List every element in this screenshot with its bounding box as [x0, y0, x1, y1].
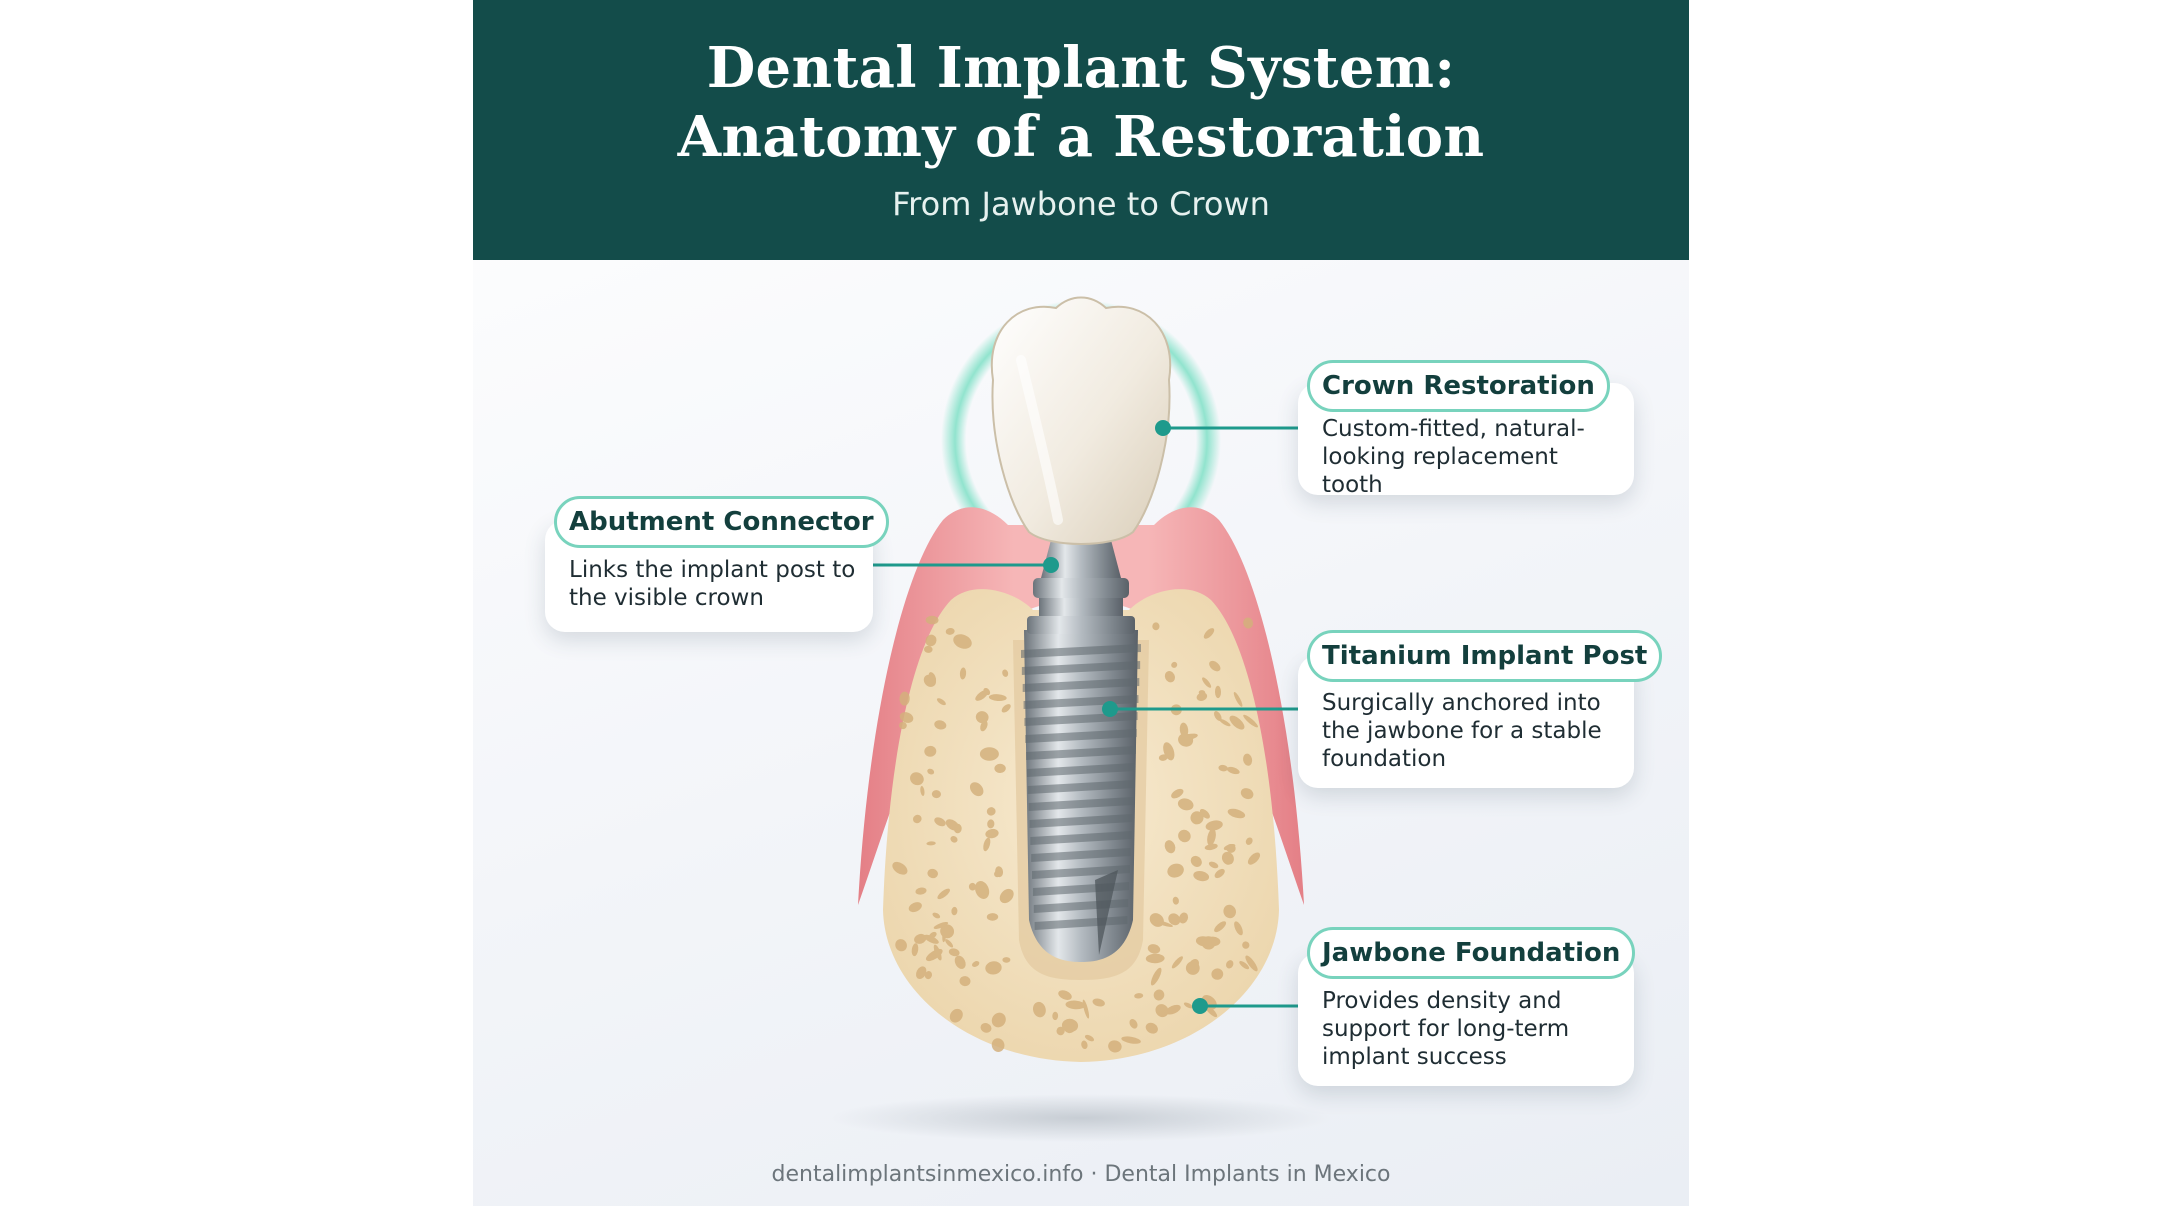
title-line-2: Anatomy of a Restoration: [677, 104, 1485, 170]
callout-description: Links the implant post to the visible cr…: [569, 556, 859, 612]
label-abutment-connector: Abutment Connector: [554, 496, 889, 548]
description-line: foundation: [1322, 746, 1447, 772]
header-banner: Dental Implant System: Anatomy of a Rest…: [473, 0, 1689, 260]
footer-credit: dentalimplantsinmexico.info · Dental Imp…: [771, 1162, 1391, 1187]
crown-restoration: [990, 296, 1172, 545]
abutment-connector: [1027, 540, 1135, 634]
description-line: Provides density and: [1322, 988, 1562, 1014]
description-line: Custom-fitted, natural-: [1322, 416, 1585, 442]
callout-description: Surgically anchored into the jawbone for…: [1322, 689, 1620, 773]
infographic-panel: Dental Implant System: Anatomy of a Rest…: [473, 0, 1689, 1206]
description-line: the jawbone for a stable: [1322, 718, 1602, 744]
description-line: implant success: [1322, 1044, 1507, 1070]
page-title: Dental Implant System: Anatomy of a Rest…: [473, 34, 1689, 172]
label-titanium-implant-post: Titanium Implant Post: [1307, 630, 1663, 682]
page-subtitle: From Jawbone to Crown: [892, 185, 1270, 223]
description-line: support for long-term: [1322, 1016, 1570, 1042]
ground-shadow: [831, 1094, 1331, 1142]
label-crown-restoration: Crown Restoration: [1307, 360, 1610, 412]
callout-description: Custom-fitted, natural- looking replacem…: [1322, 415, 1620, 499]
description-line: looking replacement tooth: [1322, 444, 1558, 498]
leader-lines: [873, 420, 1298, 1014]
implant-diagram: [831, 296, 1331, 1142]
description-line: Surgically anchored into: [1322, 690, 1601, 716]
description-line: the visible crown: [569, 585, 764, 611]
label-jawbone-foundation: Jawbone Foundation: [1307, 927, 1636, 979]
implant-threads: [1021, 644, 1141, 930]
titanium-implant-post: [1021, 630, 1141, 962]
description-line: Links the implant post to: [569, 557, 856, 583]
callout-description: Provides density and support for long-te…: [1322, 987, 1620, 1071]
title-line-1: Dental Implant System:: [706, 35, 1456, 101]
